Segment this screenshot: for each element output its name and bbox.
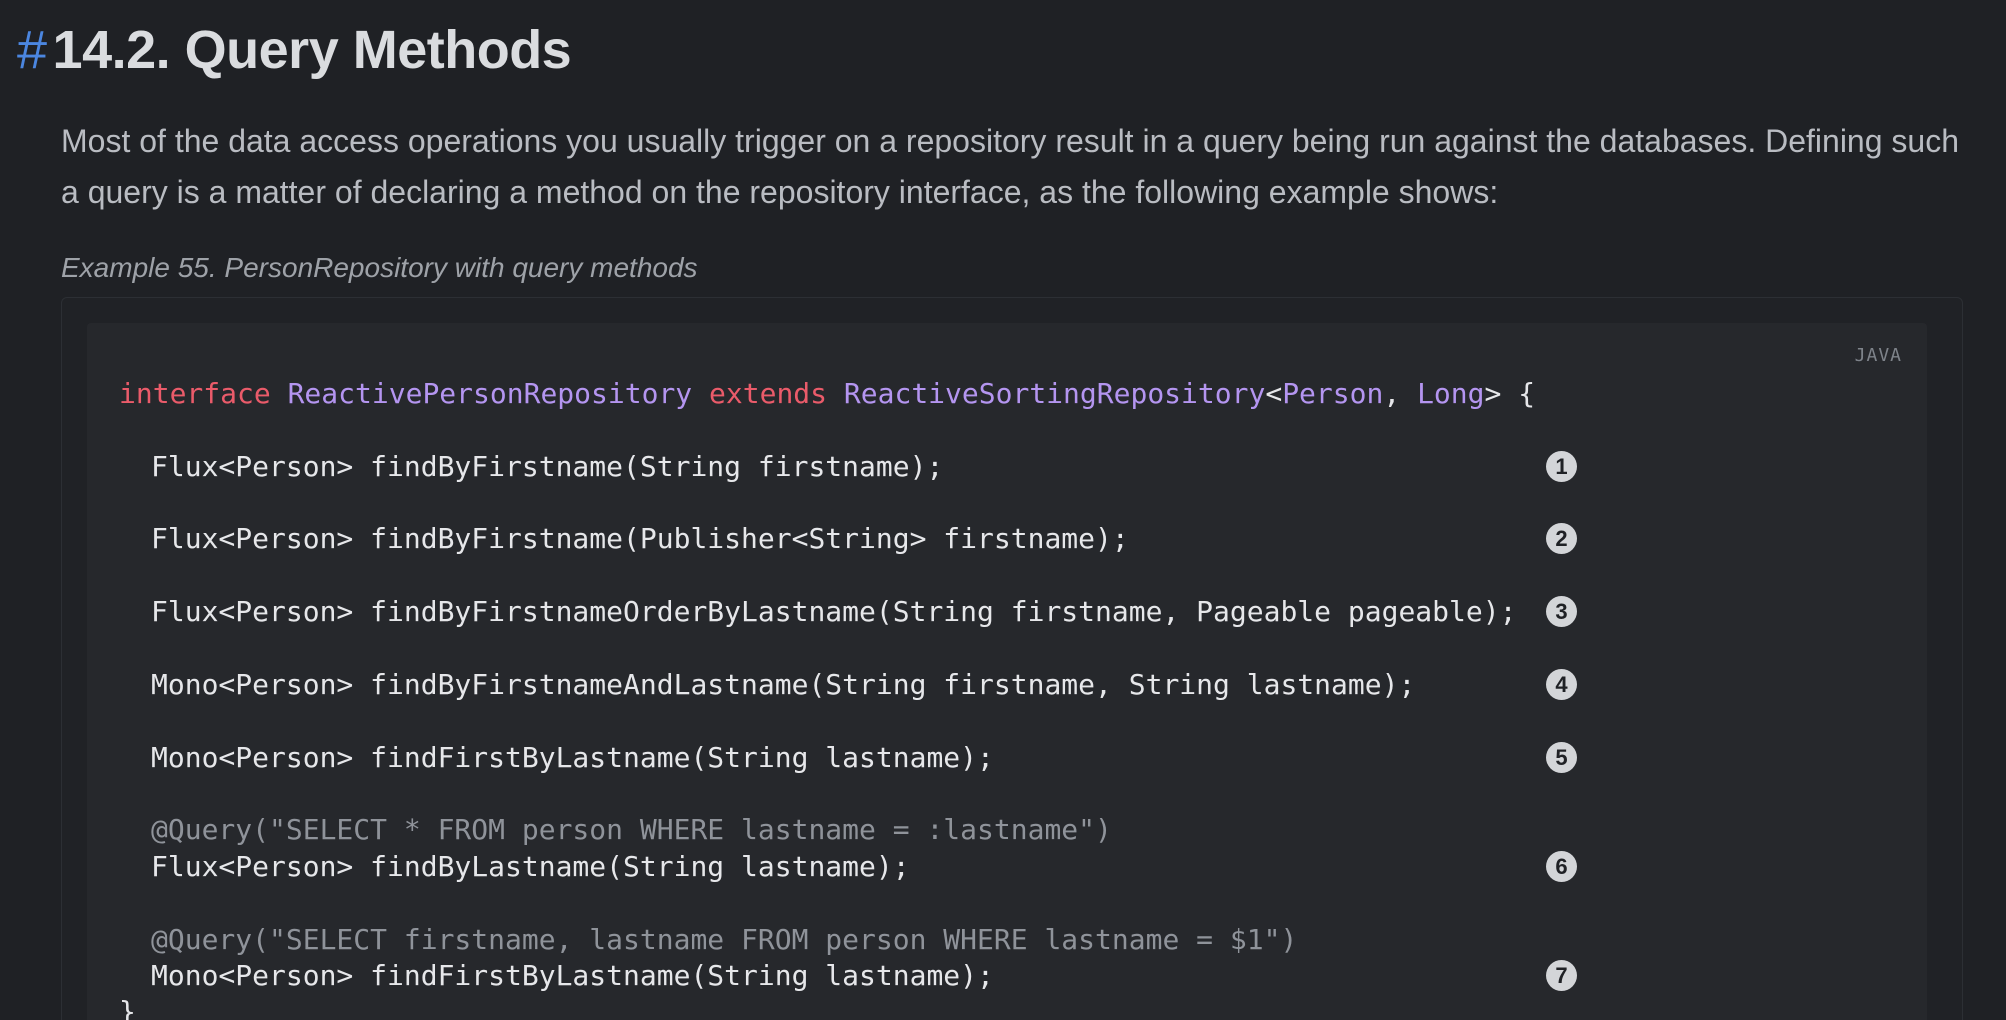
code-listing: interface ReactivePersonRepository exten… — [87, 323, 1927, 1020]
code-line-method-6: Flux<Person> findByLastname(String lastn… — [151, 850, 910, 883]
callout-marker[interactable]: 5 — [1546, 742, 1577, 773]
type-long: Long — [1417, 377, 1485, 410]
interface-name: ReactivePersonRepository — [287, 377, 693, 410]
example-title: Example 55. PersonRepository with query … — [61, 252, 698, 283]
code-line-method-7: Mono<Person> findFirstByLastname(String … — [151, 959, 994, 992]
callout-marker[interactable]: 7 — [1546, 960, 1577, 991]
example-block: JAVA interface ReactivePersonRepository … — [61, 297, 1963, 1020]
intro-paragraph: Most of the data access operations you u… — [61, 123, 1959, 210]
keyword-interface: interface — [119, 377, 271, 410]
code-line-method-2: Flux<Person> findByFirstname(Publisher<S… — [151, 522, 1129, 555]
section-heading: # 14.2. Query Methods — [17, 14, 572, 86]
code-line-method-3: Flux<Person> findByFirstnameOrderByLastn… — [151, 595, 1517, 628]
callout-marker[interactable]: 4 — [1546, 669, 1577, 700]
code-line-annotation-2: @Query("SELECT firstname, lastname FROM … — [151, 923, 1298, 956]
code-line-method-4: Mono<Person> findByFirstnameAndLastname(… — [151, 668, 1416, 701]
heading-title: 14.2. Query Methods — [52, 20, 572, 80]
code-line-method-5: Mono<Person> findFirstByLastname(String … — [151, 741, 994, 774]
callout-marker[interactable]: 1 — [1546, 451, 1577, 482]
language-label: JAVA — [1854, 345, 1902, 366]
code-line-interface: interface ReactivePersonRepository exten… — [119, 376, 1535, 412]
parent-type: ReactiveSortingRepository — [843, 377, 1266, 410]
callout-marker[interactable]: 3 — [1546, 596, 1577, 627]
code-line-method-1: Flux<Person> findByFirstname(String firs… — [151, 450, 944, 483]
generic-open: < — [1265, 377, 1283, 410]
type-person: Person — [1282, 377, 1384, 410]
code-block: JAVA interface ReactivePersonRepository … — [87, 323, 1927, 1020]
code-line-annotation-1: @Query("SELECT * FROM person WHERE lastn… — [151, 813, 1112, 846]
code-line-closing: } — [119, 995, 136, 1020]
callout-marker[interactable]: 2 — [1546, 523, 1577, 554]
generic-close-brace: > { — [1484, 377, 1536, 410]
heading-anchor-link[interactable]: # — [17, 20, 47, 80]
generic-comma: , — [1383, 377, 1418, 410]
keyword-extends: extends — [709, 377, 828, 410]
callout-marker[interactable]: 6 — [1546, 851, 1577, 882]
